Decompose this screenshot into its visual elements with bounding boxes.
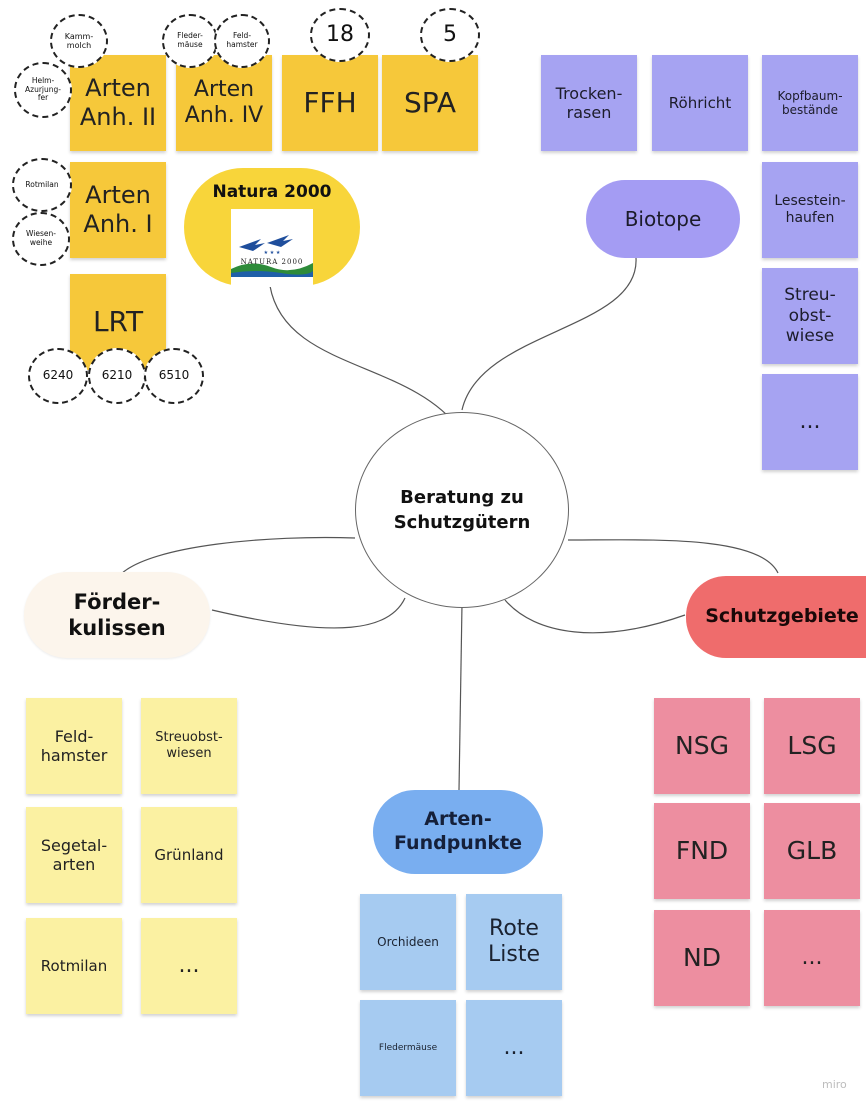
- sticky-arten-anh-i[interactable]: Arten Anh. I: [70, 162, 166, 258]
- natura-2000-logo: ★ ★ ★ NATURA 2000: [231, 209, 313, 288]
- circle-lrt-6210[interactable]: 6210: [88, 348, 146, 404]
- circle-fledermaeuse[interactable]: Fleder- mäuse: [162, 14, 218, 68]
- sticky-nd[interactable]: ND: [654, 910, 750, 1006]
- sticky-nsg[interactable]: NSG: [654, 698, 750, 794]
- natura-2000-title: Natura 2000: [212, 182, 332, 202]
- sticky-schutz-more[interactable]: ...: [764, 910, 860, 1006]
- natura-logo-text: NATURA 2000: [240, 257, 304, 266]
- sticky-biotope-more[interactable]: ...: [762, 374, 858, 470]
- node-schutzgebiete[interactable]: Schutzgebiete: [686, 576, 866, 658]
- sticky-ffh[interactable]: FFH: [282, 55, 378, 151]
- sticky-segetalarten[interactable]: Segetal- arten: [26, 807, 122, 903]
- sticky-fledermaeuse[interactable]: Fledermäuse: [360, 1000, 456, 1096]
- circle-rotmilan[interactable]: Rotmilan: [12, 158, 72, 212]
- sticky-arten-more[interactable]: ...: [466, 1000, 562, 1096]
- sticky-kopfbaumbestaende[interactable]: Kopfbaum- bestände: [762, 55, 858, 151]
- node-arten-fundpunkte[interactable]: Arten- Fundpunkte: [373, 790, 543, 874]
- node-foerderkulissen[interactable]: Förder- kulissen: [24, 572, 210, 658]
- circle-lrt-6510[interactable]: 6510: [144, 348, 204, 404]
- miro-watermark: miro: [822, 1078, 847, 1091]
- sticky-streuobstwiese[interactable]: Streu- obst- wiese: [762, 268, 858, 364]
- circle-feldhamster[interactable]: Feld- hamster: [214, 14, 270, 68]
- svg-text:★ ★ ★: ★ ★ ★: [264, 250, 281, 256]
- circle-lrt-6240[interactable]: 6240: [28, 348, 88, 404]
- central-topic[interactable]: Beratung zu Schutzgütern: [355, 412, 569, 608]
- sticky-orchideen[interactable]: Orchideen: [360, 894, 456, 990]
- sticky-arten-anh-ii[interactable]: Arten Anh. II: [70, 55, 166, 151]
- node-natura-2000[interactable]: Natura 2000 ★ ★ ★ NATURA 2000: [184, 168, 360, 288]
- circle-kammmolch[interactable]: Kamm- molch: [50, 14, 108, 68]
- sticky-lesesteinhaufen[interactable]: Lesestein- haufen: [762, 162, 858, 258]
- sticky-rote-liste[interactable]: Rote Liste: [466, 894, 562, 990]
- sticky-glb[interactable]: GLB: [764, 803, 860, 899]
- sticky-spa[interactable]: SPA: [382, 55, 478, 151]
- sticky-streuobstwiesen[interactable]: Streuobst- wiesen: [141, 698, 237, 794]
- sticky-foerder-more[interactable]: ...: [141, 918, 237, 1014]
- node-biotope[interactable]: Biotope: [586, 180, 740, 258]
- sticky-gruenland[interactable]: Grünland: [141, 807, 237, 903]
- sticky-feldhamster[interactable]: Feld- hamster: [26, 698, 122, 794]
- circle-helm-azurjungfer[interactable]: Helm- Azurjung- fer: [14, 62, 72, 118]
- natura-logo-icon: ★ ★ ★: [231, 229, 313, 288]
- circle-spa-count[interactable]: 5: [420, 8, 480, 62]
- sticky-lsg[interactable]: LSG: [764, 698, 860, 794]
- circle-wiesenweihe[interactable]: Wiesen- weihe: [12, 212, 70, 266]
- sticky-rotmilan[interactable]: Rotmilan: [26, 918, 122, 1014]
- sticky-trockenrasen[interactable]: Trocken- rasen: [541, 55, 637, 151]
- sticky-arten-anh-iv[interactable]: Arten Anh. IV: [176, 55, 272, 151]
- sticky-fnd[interactable]: FND: [654, 803, 750, 899]
- sticky-roehricht[interactable]: Röhricht: [652, 55, 748, 151]
- circle-ffh-count[interactable]: 18: [310, 8, 370, 62]
